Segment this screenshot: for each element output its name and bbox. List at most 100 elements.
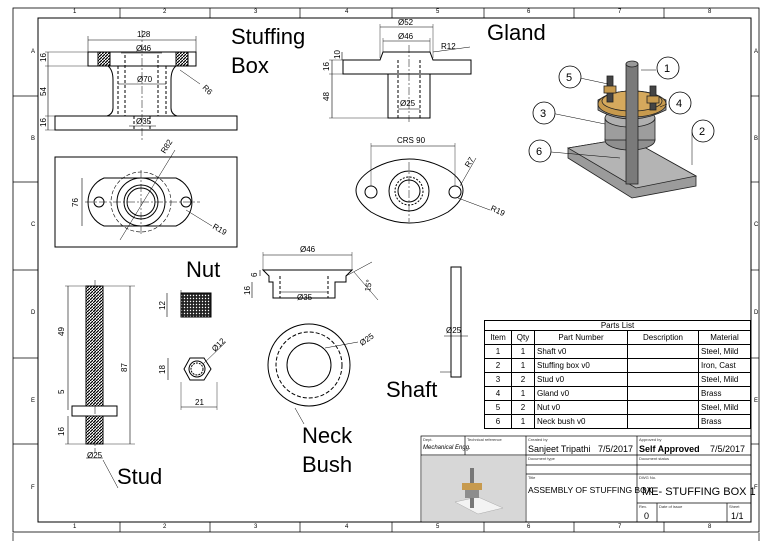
cell-material: Iron, Cast — [698, 358, 751, 373]
dim-sb-35: Ø35 — [136, 117, 152, 126]
zone-bottom-4: 4 — [345, 524, 349, 530]
dwg-no-label: DWG No. — [639, 475, 657, 480]
balloon-2: 2 — [691, 119, 715, 143]
balloon-4: 4 — [668, 91, 692, 115]
dim-gl-25: Ø25 — [400, 99, 416, 108]
dim-sb-r19: R19 — [211, 222, 229, 237]
balloon-3: 3 — [532, 101, 556, 125]
zone-bottom-6: 6 — [527, 524, 531, 530]
dim-stud-49: 49 — [57, 327, 66, 336]
zone-right-d: D — [754, 310, 759, 316]
stuffing-box-top-view — [54, 149, 238, 248]
dim-nb-46: Ø46 — [300, 245, 316, 254]
zone-right-f: F — [754, 485, 758, 491]
dim-sb-r6: R6 — [201, 83, 215, 97]
rev-label: Rev. — [639, 504, 647, 509]
dim-gl-crs: CRS 90 — [397, 136, 426, 145]
cell-material: Brass — [698, 414, 751, 429]
date-issue-label: Date of issue — [659, 504, 683, 509]
created-by-label: Created by — [528, 437, 548, 442]
dim-sb-r82: R82 — [159, 137, 175, 155]
cell-desc — [627, 386, 699, 401]
label-gland: Gland — [487, 20, 546, 45]
stuffing-box-front-view — [45, 30, 238, 140]
svg-text:6: 6 — [536, 146, 542, 158]
svg-text:3: 3 — [540, 108, 546, 120]
zone-top-2: 2 — [163, 9, 167, 15]
dim-nut-012: Ø12 — [210, 336, 227, 353]
dim-nb-25: Ø25 — [358, 331, 376, 347]
stud-dims: 49 87 5 16 Ø25 — [57, 327, 129, 460]
cell-part: Gland v0 — [534, 386, 628, 401]
dim-nut-21: 21 — [195, 398, 204, 407]
cell-desc — [627, 400, 699, 415]
label-stud: Stud — [117, 464, 163, 489]
table-row: 1 1 Shaft v0 Steel, Mild — [484, 344, 751, 359]
zone-bottom-1: 1 — [73, 524, 77, 530]
col-item: Item — [484, 330, 512, 345]
created-date: 7/5/2017 — [598, 444, 634, 454]
zone-bottom-2: 2 — [163, 524, 167, 530]
cell-desc — [627, 344, 699, 359]
doc-type-label: Document type — [528, 456, 555, 461]
approved-by-label: Approved by — [639, 437, 662, 442]
cell-item: 4 — [484, 386, 512, 401]
tech-ref-label: Technical reference — [467, 437, 502, 442]
dim-gl-48: 48 — [322, 92, 331, 101]
balloons: 1 2 3 4 5 6 — [528, 56, 715, 163]
zone-bottom-8: 8 — [708, 524, 712, 530]
doc-status-label: Document status — [639, 456, 670, 461]
balloon-5: 5 — [558, 65, 582, 89]
zone-top-6: 6 — [527, 9, 531, 15]
col-qty: Qty — [511, 330, 535, 345]
label-stuffing-box: Stuffing Box — [231, 24, 306, 78]
title-block-frame — [420, 435, 752, 523]
svg-text:5: 5 — [566, 72, 572, 84]
assembly-3d-view — [550, 60, 698, 199]
dim-stud-5: 5 — [57, 389, 66, 394]
table-row: 6 1 Neck bush v0 Brass — [484, 414, 751, 429]
dim-gl-r19: R19 — [489, 204, 507, 219]
drawing-title: ASSEMBLY OF STUFFING BOX — [528, 485, 653, 495]
zone-side-e: E — [31, 398, 36, 404]
dim-nut-18: 18 — [158, 365, 167, 374]
col-part-number: Part Number — [534, 330, 628, 345]
cell-qty: 1 — [511, 386, 535, 401]
label-neck-bush: Neck Bush — [302, 423, 353, 477]
sheet-label: Sheet — [729, 504, 740, 509]
cell-material: Brass — [698, 386, 751, 401]
title-label: Title — [528, 475, 536, 480]
title-block-thumbnail — [422, 456, 525, 521]
cell-item: 5 — [484, 400, 512, 415]
gland-front-view — [329, 24, 472, 122]
dim-gl-10: 10 — [333, 50, 342, 59]
cell-desc — [627, 372, 699, 387]
zone-top-8: 8 — [708, 9, 712, 15]
parts-list-title: Parts List — [484, 320, 751, 330]
zone-bottom-7: 7 — [618, 524, 622, 530]
svg-text:2: 2 — [699, 126, 705, 138]
cell-part: Nut v0 — [534, 400, 628, 415]
cell-part: Shaft v0 — [534, 344, 628, 359]
created-by-value: Sanjeet Tripathi — [528, 444, 591, 454]
cell-material: Steel, Mild — [698, 372, 751, 387]
zone-top-4: 4 — [345, 9, 349, 15]
cell-part: Stuffing box v0 — [534, 358, 628, 373]
rev-value: 0 — [644, 511, 650, 521]
table-row: 2 1 Stuffing box v0 Iron, Cast — [484, 358, 751, 373]
sheet-value: 1/1 — [731, 511, 744, 521]
nut-top-view — [167, 341, 227, 410]
zone-side-b: B — [31, 136, 36, 142]
balloon-1: 1 — [656, 56, 680, 80]
cell-qty: 2 — [511, 372, 535, 387]
cell-part: Neck bush v0 — [534, 414, 628, 429]
cell-part: Stud v0 — [534, 372, 628, 387]
col-description: Description — [627, 330, 699, 345]
zone-side-f: F — [31, 485, 35, 491]
balloon-6: 6 — [528, 139, 552, 163]
parts-list: Parts List Item Qty Part Number Descript… — [484, 320, 751, 429]
neck-bush-front-dims: Ø46 6 16 Ø35 15° — [243, 245, 374, 302]
label-nut: Nut — [186, 257, 221, 282]
dwg-no-value: ME- STUFFING BOX 1 — [642, 486, 756, 498]
zone-right-a: A — [754, 49, 759, 55]
